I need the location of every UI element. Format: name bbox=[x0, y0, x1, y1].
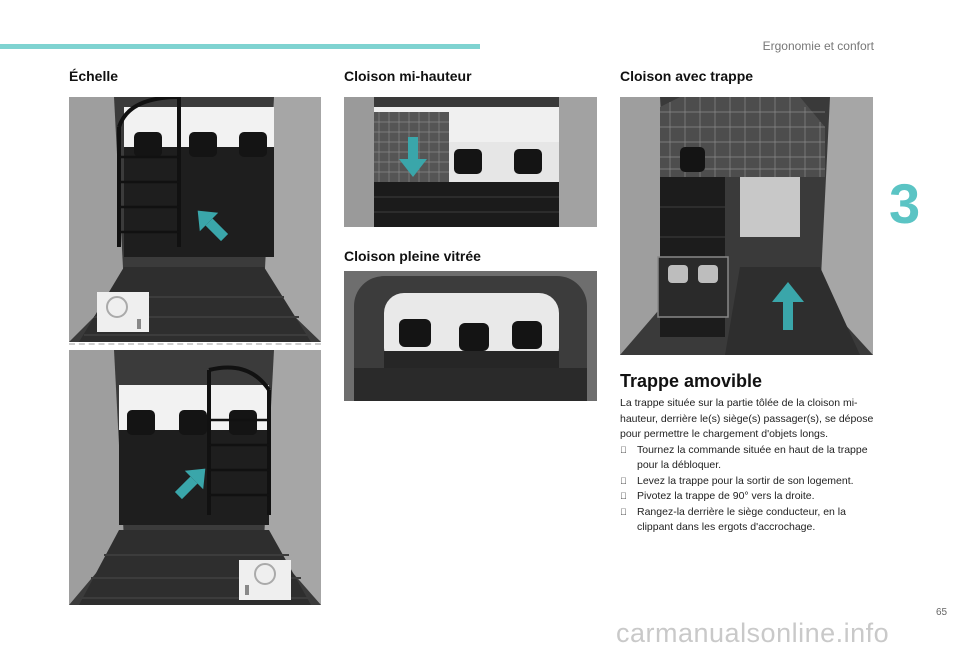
trappe-intro: La trappe située sur la partie tôlée de … bbox=[620, 397, 874, 440]
photo-cloison-mi-hauteur bbox=[344, 97, 597, 227]
heading-echelle: Échelle bbox=[69, 68, 119, 84]
bullet-icon:  bbox=[620, 489, 627, 505]
photo-echelle-1 bbox=[69, 97, 321, 342]
photo-echelle-2 bbox=[69, 350, 321, 605]
heading-cloison-avec-trappe: Cloison avec trappe bbox=[620, 68, 754, 84]
chapter-title: Ergonomie et confort bbox=[762, 39, 874, 53]
photo-cloison-pleine-vitree bbox=[344, 271, 597, 401]
top-accent-bar bbox=[0, 44, 480, 49]
trappe-step: Pivotez la trappe de 90° vers la droite… bbox=[620, 489, 876, 505]
watermark: carmanualsonline.info bbox=[616, 618, 890, 648]
chapter-number: 3 bbox=[889, 172, 921, 235]
bullet-icon:  bbox=[620, 474, 627, 490]
trappe-step: Levez la trappe pour la sortir de son l… bbox=[620, 474, 876, 490]
heading-trappe-amovible: Trappe amovible bbox=[620, 371, 763, 391]
trappe-step: Tournez la commande située en haut de l… bbox=[620, 443, 876, 474]
bullet-icon:  bbox=[620, 443, 627, 459]
bullet-icon:  bbox=[620, 505, 627, 521]
photo-cloison-avec-trappe bbox=[620, 97, 873, 355]
trappe-step: Rangez-la derrière le siège conducteur,… bbox=[620, 505, 876, 536]
heading-cloison-mi-hauteur: Cloison mi-hauteur bbox=[344, 68, 472, 84]
heading-cloison-pleine-vitree: Cloison pleine vitrée bbox=[344, 248, 481, 264]
trappe-steps: Tournez la commande située en haut de l… bbox=[620, 443, 876, 536]
trappe-description: La trappe située sur la partie tôlée de … bbox=[620, 396, 876, 536]
page-number: 65 bbox=[936, 607, 948, 618]
dashed-separator bbox=[69, 343, 321, 345]
